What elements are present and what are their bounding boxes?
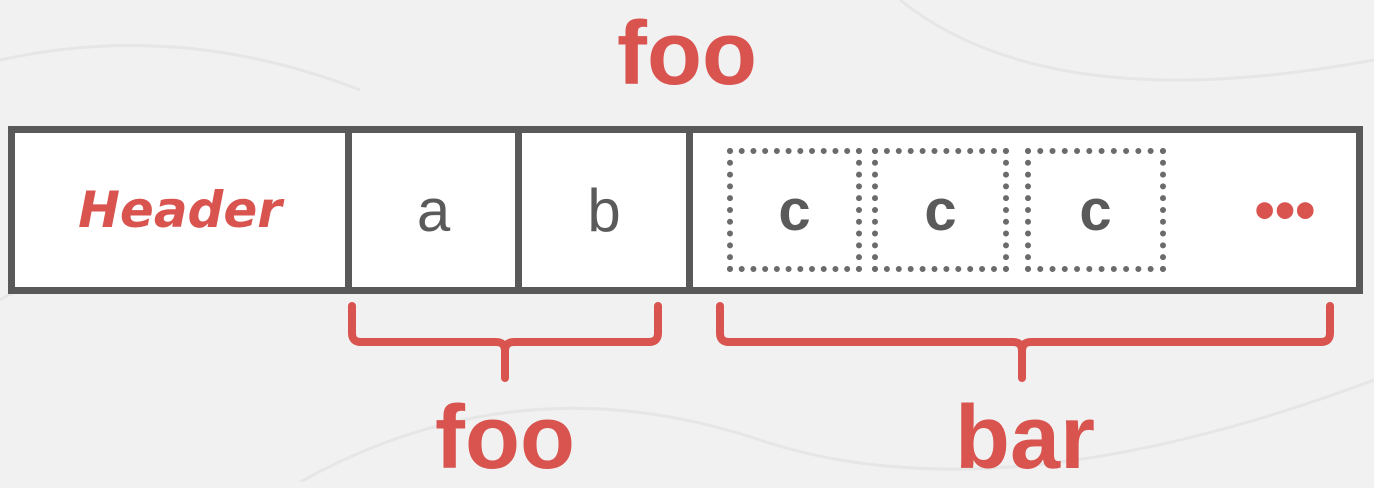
- repeated-field-c: c: [727, 148, 862, 272]
- field-label-b: b: [587, 176, 621, 244]
- header-cell: Header: [15, 133, 352, 287]
- repeated-field-label: c: [924, 177, 957, 243]
- header-cell-label: Header: [78, 181, 282, 239]
- background-curve: [899, 0, 1374, 82]
- repeated-field-c: c: [872, 148, 1009, 272]
- right-brace: [716, 302, 1334, 382]
- left-brace: [348, 302, 662, 382]
- field-cell-a: a: [352, 133, 522, 287]
- background-curve: [299, 378, 1374, 482]
- right-group-label: bar: [954, 388, 1096, 488]
- left-group-label: foo: [435, 388, 575, 488]
- repeated-field-label: c: [778, 177, 811, 243]
- background-curve: [0, 43, 361, 92]
- record-layout: Header a b c c c •••: [8, 126, 1363, 294]
- diagram-title: foo: [617, 4, 757, 104]
- field-cell-b: b: [522, 133, 693, 287]
- repeated-field-label: c: [1079, 177, 1112, 243]
- repeated-field-c: c: [1025, 148, 1166, 272]
- more-fields-ellipsis: •••: [1254, 177, 1316, 243]
- field-label-a: a: [416, 176, 451, 244]
